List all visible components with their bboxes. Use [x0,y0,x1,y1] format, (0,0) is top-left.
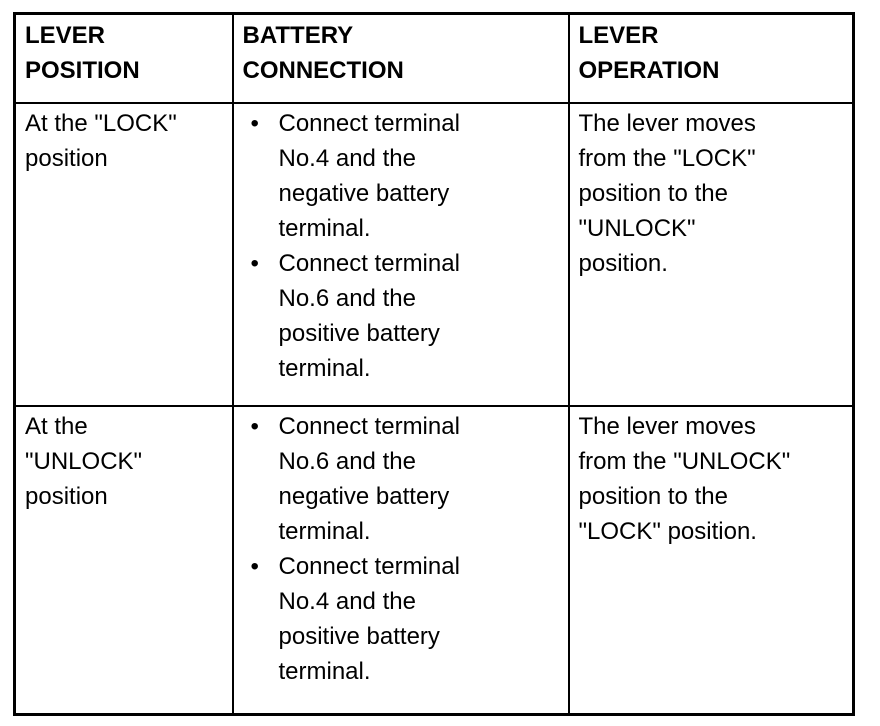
list-item: • Connect terminal No.6 and the negative… [243,409,560,549]
lock-position-text: At the "LOCK" position [25,109,177,172]
header-lever-position: LEVER POSITION [13,12,234,104]
lever-operation-table: LEVER POSITION BATTERY CONNECTION LEVER … [13,12,855,716]
table-row-unlock: At the "UNLOCK" position • Connect termi… [13,404,855,716]
unlock-operation-text: The lever moves from the "UNLOCK" positi… [578,412,791,545]
unlock-position-text: At the "UNLOCK" position [25,412,143,510]
list-item: • Connect terminal No.6 and the positive… [243,246,560,386]
lock-operation-text: The lever moves from the "LOCK" position… [578,109,756,277]
table-header-row: LEVER POSITION BATTERY CONNECTION LEVER … [13,12,855,104]
bullet-icon: • [250,552,259,580]
cell-lock-operation: The lever moves from the "LOCK" position… [567,101,855,407]
cell-unlock-position: At the "UNLOCK" position [13,404,234,716]
bullet-icon: • [250,412,259,440]
cell-unlock-operation: The lever moves from the "UNLOCK" positi… [567,404,855,716]
lock-connection-list: • Connect terminal No.4 and the negative… [243,106,560,386]
header-battery-connection: BATTERY CONNECTION [231,12,570,104]
bullet-icon: • [250,249,259,277]
cell-lock-position: At the "LOCK" position [13,101,234,407]
list-item: • Connect terminal No.4 and the positive… [243,549,560,689]
table-row-lock: At the "LOCK" position • Connect termina… [13,101,855,407]
lock-connection-step-2: Connect terminal No.6 and the positive b… [278,249,460,382]
lock-connection-step-1: Connect terminal No.4 and the negative b… [278,109,460,242]
header-lever-operation: LEVER OPERATION [567,12,855,104]
unlock-connection-list: • Connect terminal No.6 and the negative… [243,409,560,689]
cell-unlock-battery-connection: • Connect terminal No.6 and the negative… [231,404,570,716]
bullet-icon: • [250,109,259,137]
list-item: • Connect terminal No.4 and the negative… [243,106,560,246]
cell-lock-battery-connection: • Connect terminal No.4 and the negative… [231,101,570,407]
unlock-connection-step-1: Connect terminal No.6 and the negative b… [278,412,460,545]
unlock-connection-step-2: Connect terminal No.4 and the positive b… [278,552,460,685]
